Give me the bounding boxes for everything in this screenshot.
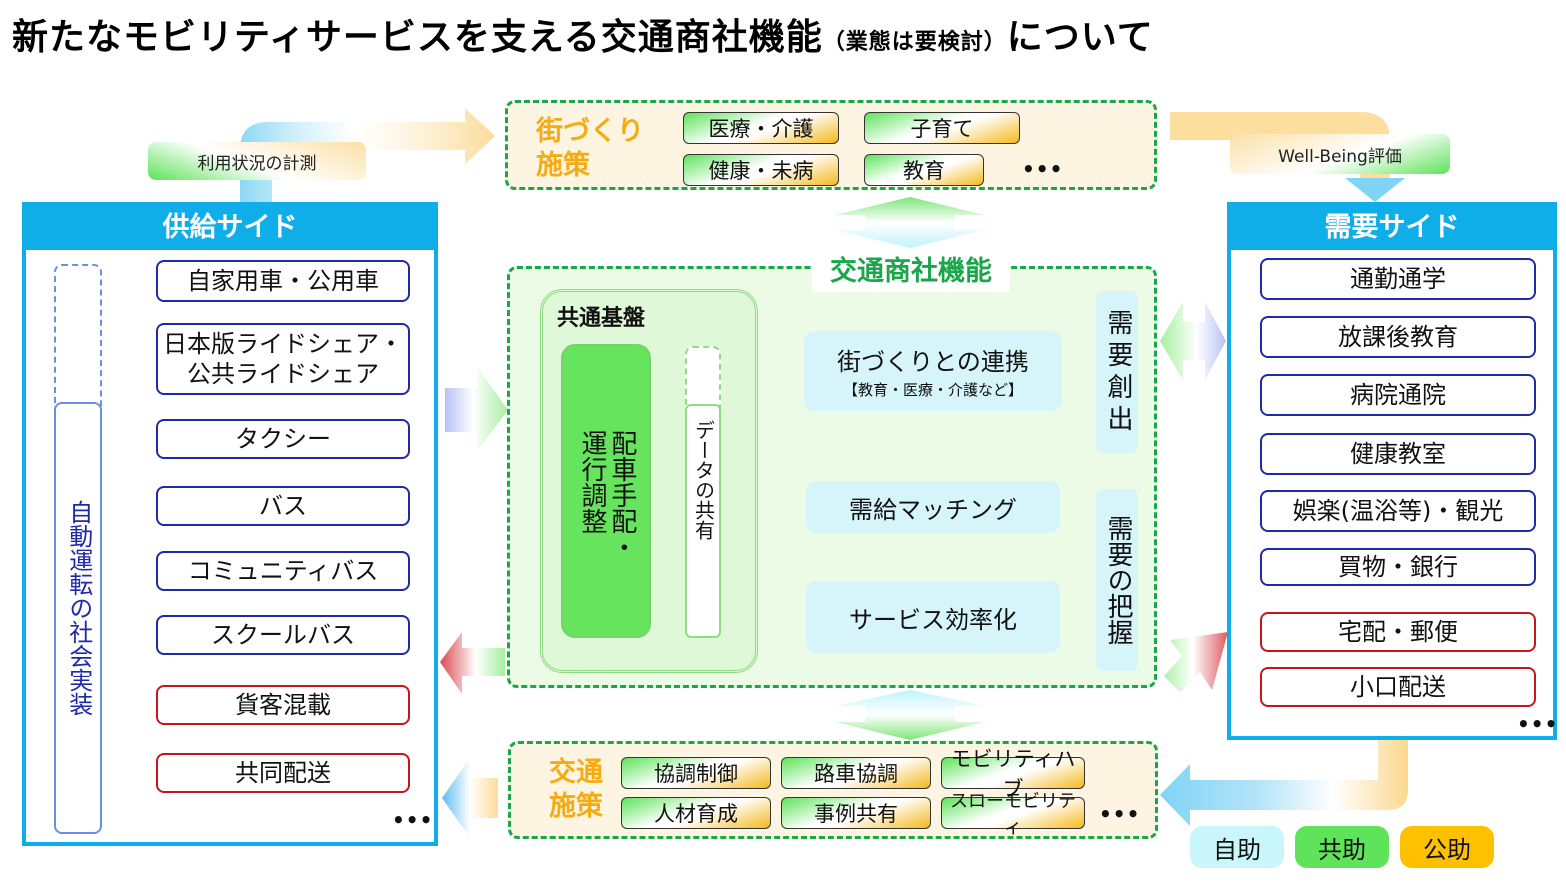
demand-grasp-box: 需要の把握 — [1096, 489, 1138, 671]
data-share-label: データの共有 — [691, 420, 716, 540]
traffic-policy-more: ••• — [1099, 802, 1141, 826]
demand-more: ••• — [1517, 712, 1559, 736]
supply-item: 自家用車・公用車 — [156, 260, 410, 302]
traffic-policy-box: 交通 施策 協調制御 路車協調 モビリティハブ 人材育成 事例共有 スローモビリ… — [508, 741, 1158, 839]
demand-creation-box: 需要創出 — [1096, 291, 1138, 453]
matching-box: 需給マッチング — [806, 481, 1060, 533]
town-policy-chip: 健康・未病 — [683, 154, 839, 186]
dispatch-label: 配車手配・運行調整 — [577, 430, 637, 560]
transport-trading-function-box: 共通基盤 配車手配・運行調整 データの共有 街づくりとの連携 【教育・医療・介護… — [507, 266, 1157, 688]
autonomous-column: 自動運転の社会実装 — [54, 402, 102, 834]
supply-item: 共同配送 — [156, 753, 410, 793]
page-title: 新たなモビリティサービスを支える交通商社機能（業態は要検討）について — [12, 8, 1154, 60]
wellbeing-evaluation-label: Well-Being評価 — [1230, 134, 1450, 174]
demand-side-panel: 需要サイド 通勤通学 放課後教育 病院通院 健康教室 娯楽(温浴等)・観光 買物… — [1227, 202, 1557, 740]
traffic-policy-chip: モビリティハブ — [941, 747, 1085, 801]
common-base-title: 共通基盤 — [557, 306, 646, 331]
arrow-town-core-double — [835, 197, 985, 248]
autonomous-label: 自動運転の社会実装 — [64, 500, 93, 716]
supply-side-panel: 供給サイド 自動運転の社会実装 自家用車・公用車 日本版ライドシェア・ 公共ライ… — [22, 202, 438, 846]
town-policy-more: ••• — [1022, 157, 1064, 181]
demand-item: 通勤通学 — [1260, 258, 1536, 300]
data-share-placeholder — [685, 346, 721, 408]
arrow-demand-to-traffic-policy — [1160, 740, 1408, 826]
title-suffix: について — [1006, 17, 1154, 58]
legend-self-help: 自助 — [1190, 826, 1284, 868]
supply-item: 貨客混載 — [156, 685, 410, 725]
legend-mutual-help: 共助 — [1295, 826, 1389, 868]
supply-side-header: 供給サイド — [26, 206, 434, 250]
arrow-demand-core-bottom — [1164, 632, 1228, 692]
supply-item: コミュニティバス — [156, 551, 410, 591]
supply-item: スクールバス — [156, 615, 410, 655]
demand-item: 健康教室 — [1260, 433, 1536, 475]
legend-public-help: 公助 — [1400, 826, 1494, 868]
arrow-core-traffic-double — [835, 690, 985, 740]
arrow-head-down-demand — [1345, 178, 1405, 202]
town-policy-label: 街づくり 施策 — [536, 116, 644, 181]
supply-item: 日本版ライドシェア・ 公共ライドシェア — [156, 323, 410, 395]
supply-item: バス — [156, 486, 410, 526]
traffic-policy-chip: 協調制御 — [621, 757, 771, 789]
usage-measurement-label: 利用状況の計測 — [148, 142, 366, 180]
town-link-box: 街づくりとの連携 【教育・医療・介護など】 — [804, 331, 1062, 411]
data-share-box: データの共有 — [685, 404, 721, 638]
arrow-core-to-supply — [440, 632, 505, 694]
traffic-policy-chip: スローモビリティ — [941, 791, 1085, 838]
arrow-supply-to-core — [445, 368, 508, 450]
demand-item: 買物・銀行 — [1260, 548, 1536, 586]
supply-item: タクシー — [156, 419, 410, 459]
traffic-policy-chip: 路車協調 — [781, 757, 931, 789]
town-policy-chip: 医療・介護 — [683, 112, 839, 144]
arrow-core-demand-top — [1160, 302, 1226, 380]
autonomous-placeholder — [54, 264, 102, 414]
demand-item: 娯楽(温浴等)・観光 — [1260, 490, 1536, 532]
town-policy-box: 街づくり 施策 医療・介護 子育て 健康・未病 教育 ••• — [505, 100, 1157, 190]
transport-trading-function-title: 交通商社機能 — [812, 252, 1010, 292]
arrow-traffic-policy-to-supply — [442, 758, 498, 838]
demand-item: 宅配・郵便 — [1260, 612, 1536, 652]
demand-item: 病院通院 — [1260, 374, 1536, 416]
title-main: 新たなモビリティサービスを支える交通商社機能 — [12, 17, 823, 58]
demand-item: 小口配送 — [1260, 667, 1536, 707]
traffic-policy-chip: 事例共有 — [781, 797, 931, 829]
supply-more: ••• — [392, 808, 434, 832]
common-base-box: 共通基盤 配車手配・運行調整 データの共有 — [540, 289, 758, 673]
town-policy-chip: 子育て — [864, 112, 1020, 144]
demand-item: 放課後教育 — [1260, 316, 1536, 358]
town-policy-chip: 教育 — [864, 154, 984, 186]
demand-side-header: 需要サイド — [1231, 206, 1553, 250]
traffic-policy-chip: 人材育成 — [621, 797, 771, 829]
title-note: （業態は要検討） — [822, 30, 1007, 55]
dispatch-box: 配車手配・運行調整 — [561, 344, 651, 638]
traffic-policy-label: 交通 施策 — [549, 757, 603, 822]
efficiency-box: サービス効率化 — [806, 581, 1060, 653]
